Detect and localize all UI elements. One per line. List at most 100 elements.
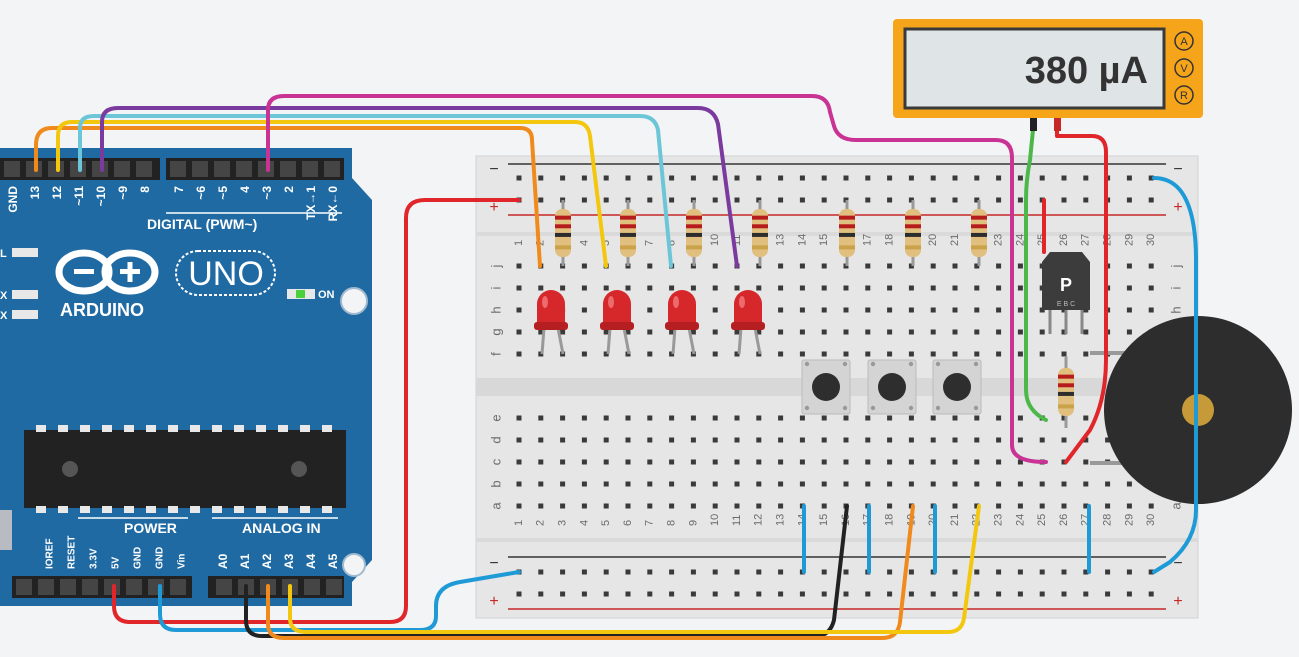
breadboard-hole[interactable] [821,329,827,335]
breadboard-hole[interactable] [952,415,958,421]
breadboard-hole[interactable] [778,503,784,509]
breadboard-hole[interactable] [647,351,653,357]
breadboard-hole[interactable] [908,175,914,181]
breadboard-hole[interactable] [1061,437,1067,443]
breadboard-hole[interactable] [669,591,675,597]
push-button[interactable] [801,359,851,415]
breadboard-hole[interactable] [996,351,1002,357]
breadboard-hole[interactable] [734,329,740,335]
breadboard-hole[interactable] [581,415,587,421]
breadboard-hole[interactable] [581,285,587,291]
breadboard-hole[interactable] [516,415,522,421]
breadboard-hole[interactable] [887,437,893,443]
breadboard-hole[interactable] [1083,175,1089,181]
breadboard-hole[interactable] [1083,197,1089,203]
breadboard-hole[interactable] [538,459,544,465]
breadboard-hole[interactable] [952,351,958,357]
breadboard-hole[interactable] [930,329,936,335]
breadboard-hole[interactable] [756,503,762,509]
breadboard-hole[interactable] [734,437,740,443]
breadboard-hole[interactable] [538,591,544,597]
header-socket[interactable] [38,579,54,595]
breadboard-hole[interactable] [1148,175,1154,181]
breadboard-hole[interactable] [865,329,871,335]
breadboard-hole[interactable] [1017,591,1023,597]
breadboard-hole[interactable] [581,503,587,509]
wire-gnd[interactable] [158,570,521,632]
breadboard-hole[interactable] [843,591,849,597]
breadboard-hole[interactable] [996,307,1002,313]
header-socket[interactable] [170,579,186,595]
breadboard-hole[interactable] [625,591,631,597]
pnp-transistor[interactable]: P E B C [1042,252,1090,334]
breadboard-hole[interactable] [843,415,849,421]
breadboard-hole[interactable] [1039,503,1045,509]
breadboard-hole[interactable] [1083,351,1089,357]
breadboard-hole[interactable] [647,329,653,335]
breadboard-hole[interactable] [603,175,609,181]
header-socket[interactable] [82,579,98,595]
breadboard-hole[interactable] [669,175,675,181]
breadboard-hole[interactable] [843,285,849,291]
breadboard-hole[interactable] [821,437,827,443]
breadboard-hole[interactable] [887,569,893,575]
breadboard-hole[interactable] [908,285,914,291]
breadboard-hole[interactable] [625,481,631,487]
breadboard-hole[interactable] [1148,503,1154,509]
breadboard-hole[interactable] [712,351,718,357]
breadboard-hole[interactable] [799,263,805,269]
breadboard-hole[interactable] [996,285,1002,291]
breadboard-hole[interactable] [712,459,718,465]
breadboard-hole[interactable] [778,591,784,597]
breadboard-hole[interactable] [581,329,587,335]
breadboard-hole[interactable] [974,197,980,203]
breadboard-hole[interactable] [1126,481,1132,487]
breadboard-hole[interactable] [581,437,587,443]
breadboard-hole[interactable] [996,437,1002,443]
wire-a3[interactable] [288,504,981,634]
breadboard-hole[interactable] [1126,175,1132,181]
breadboard-hole[interactable] [996,415,1002,421]
breadboard-hole[interactable] [952,459,958,465]
resistor[interactable] [971,200,987,266]
breadboard-hole[interactable] [516,175,522,181]
multimeter[interactable]: 380 µA A V R [893,19,1203,131]
breadboard-hole[interactable] [647,285,653,291]
breadboard-hole[interactable] [778,351,784,357]
breadboard-hole[interactable] [908,437,914,443]
breadboard-hole[interactable] [581,481,587,487]
breadboard-hole[interactable] [1017,197,1023,203]
breadboard-hole[interactable] [647,197,653,203]
breadboard-hole[interactable] [538,351,544,357]
header-socket[interactable] [136,161,152,177]
breadboard-hole[interactable] [952,175,958,181]
breadboard-hole[interactable] [516,437,522,443]
breadboard-hole[interactable] [516,329,522,335]
breadboard-hole[interactable] [516,285,522,291]
breadboard-hole[interactable] [603,591,609,597]
breadboard-hole[interactable] [581,351,587,357]
breadboard-hole[interactable] [887,415,893,421]
breadboard-hole[interactable] [560,175,566,181]
breadboard-hole[interactable] [887,197,893,203]
breadboard-hole[interactable] [1083,415,1089,421]
push-button[interactable] [867,359,917,415]
breadboard-hole[interactable] [647,263,653,269]
breadboard-hole[interactable] [1126,503,1132,509]
breadboard-hole[interactable] [1017,459,1023,465]
header-socket[interactable] [214,161,230,177]
breadboard-hole[interactable] [843,437,849,443]
header-socket[interactable] [4,161,20,177]
breadboard-hole[interactable] [821,591,827,597]
breadboard-hole[interactable] [887,285,893,291]
breadboard-hole[interactable] [756,481,762,487]
breadboard-hole[interactable] [952,263,958,269]
breadboard-hole[interactable] [756,329,762,335]
header-socket[interactable] [170,161,186,177]
breadboard-hole[interactable] [516,503,522,509]
breadboard-hole[interactable] [843,351,849,357]
breadboard-hole[interactable] [821,351,827,357]
red-led[interactable] [534,290,568,355]
breadboard-hole[interactable] [996,175,1002,181]
breadboard-hole[interactable] [647,569,653,575]
